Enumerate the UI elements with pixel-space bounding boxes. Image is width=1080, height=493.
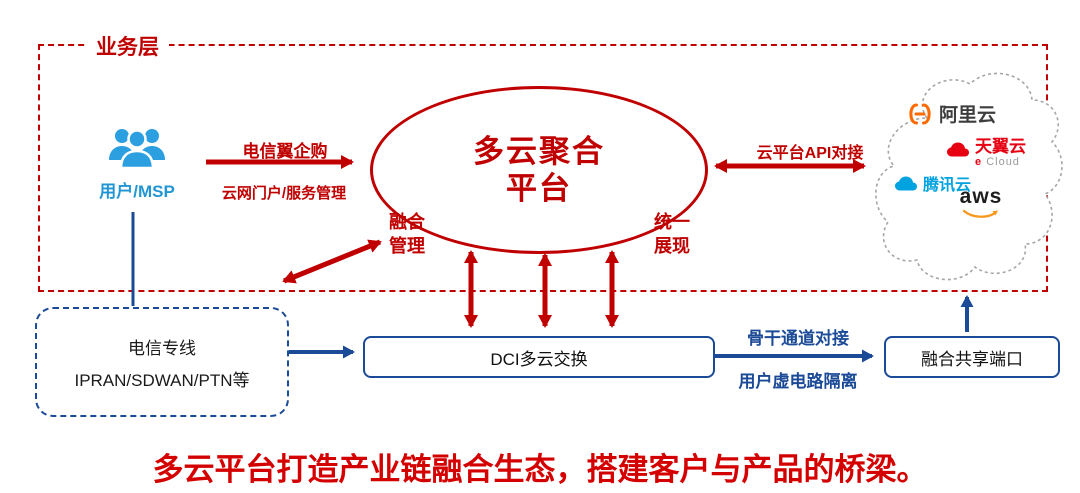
user-msp-label: 用户/MSP: [99, 182, 175, 201]
alibaba-cloud-label: 阿里云: [939, 105, 997, 126]
api-connect-label: 云平台API对接: [756, 145, 864, 162]
platform-title-line1: 多云聚合: [473, 133, 605, 169]
unified-display-label: 统一 展现: [654, 212, 690, 257]
shared-port-box: 融合共享端口: [884, 336, 1060, 378]
virtual-circuit-label: 用户虚电路隔离: [738, 372, 858, 391]
backbone-channel-label: 骨干通道对接: [747, 329, 849, 348]
tencent-cloud-label: 腾讯云: [923, 177, 972, 194]
portal-service-label: 云网门户/服务管理: [221, 185, 347, 202]
business-layer-label: 业务层: [86, 31, 169, 61]
aws-smile-icon: [962, 209, 998, 218]
telecom-line-label: 电信专线: [128, 338, 196, 358]
alibaba-cloud-logo: 阿里云: [906, 100, 996, 127]
alibaba-brackets-icon: [909, 103, 931, 124]
users-icon: [109, 129, 165, 170]
fusion-management-label: 融合 管理: [389, 212, 425, 257]
tianyi-cloud-label: 天翼云: [975, 137, 1026, 156]
platform-title-line2: 平台: [506, 171, 572, 206]
telecom-line-box: 电信专线 IPRAN/SDWAN/PTN等: [35, 307, 289, 417]
tianyi-cloud-logo: 天翼云 e Cloud: [946, 138, 1026, 168]
dci-exchange-box: DCI多云交换: [363, 336, 715, 378]
aws-label: aws: [959, 185, 1003, 208]
provider-cloud-shape: [875, 72, 1063, 281]
tianyi-ecloud-label: e Cloud: [975, 155, 1020, 168]
tencent-cloud-logo: 腾讯云: [894, 171, 971, 195]
telecom-purchase-label: 电信翼企购: [242, 142, 328, 161]
tencent-cloud-icon: [895, 176, 917, 190]
aws-logo: aws: [950, 186, 1012, 225]
footer-slogan: 多云平台打造产业链融合生态，搭建客户与产品的桥梁。: [152, 452, 928, 487]
tianyi-cloud-icon: [947, 142, 969, 157]
multicloud-platform-ellipse: 多云聚合 平台: [370, 86, 708, 254]
telecom-tech-label: IPRAN/SDWAN/PTN等: [74, 370, 250, 390]
